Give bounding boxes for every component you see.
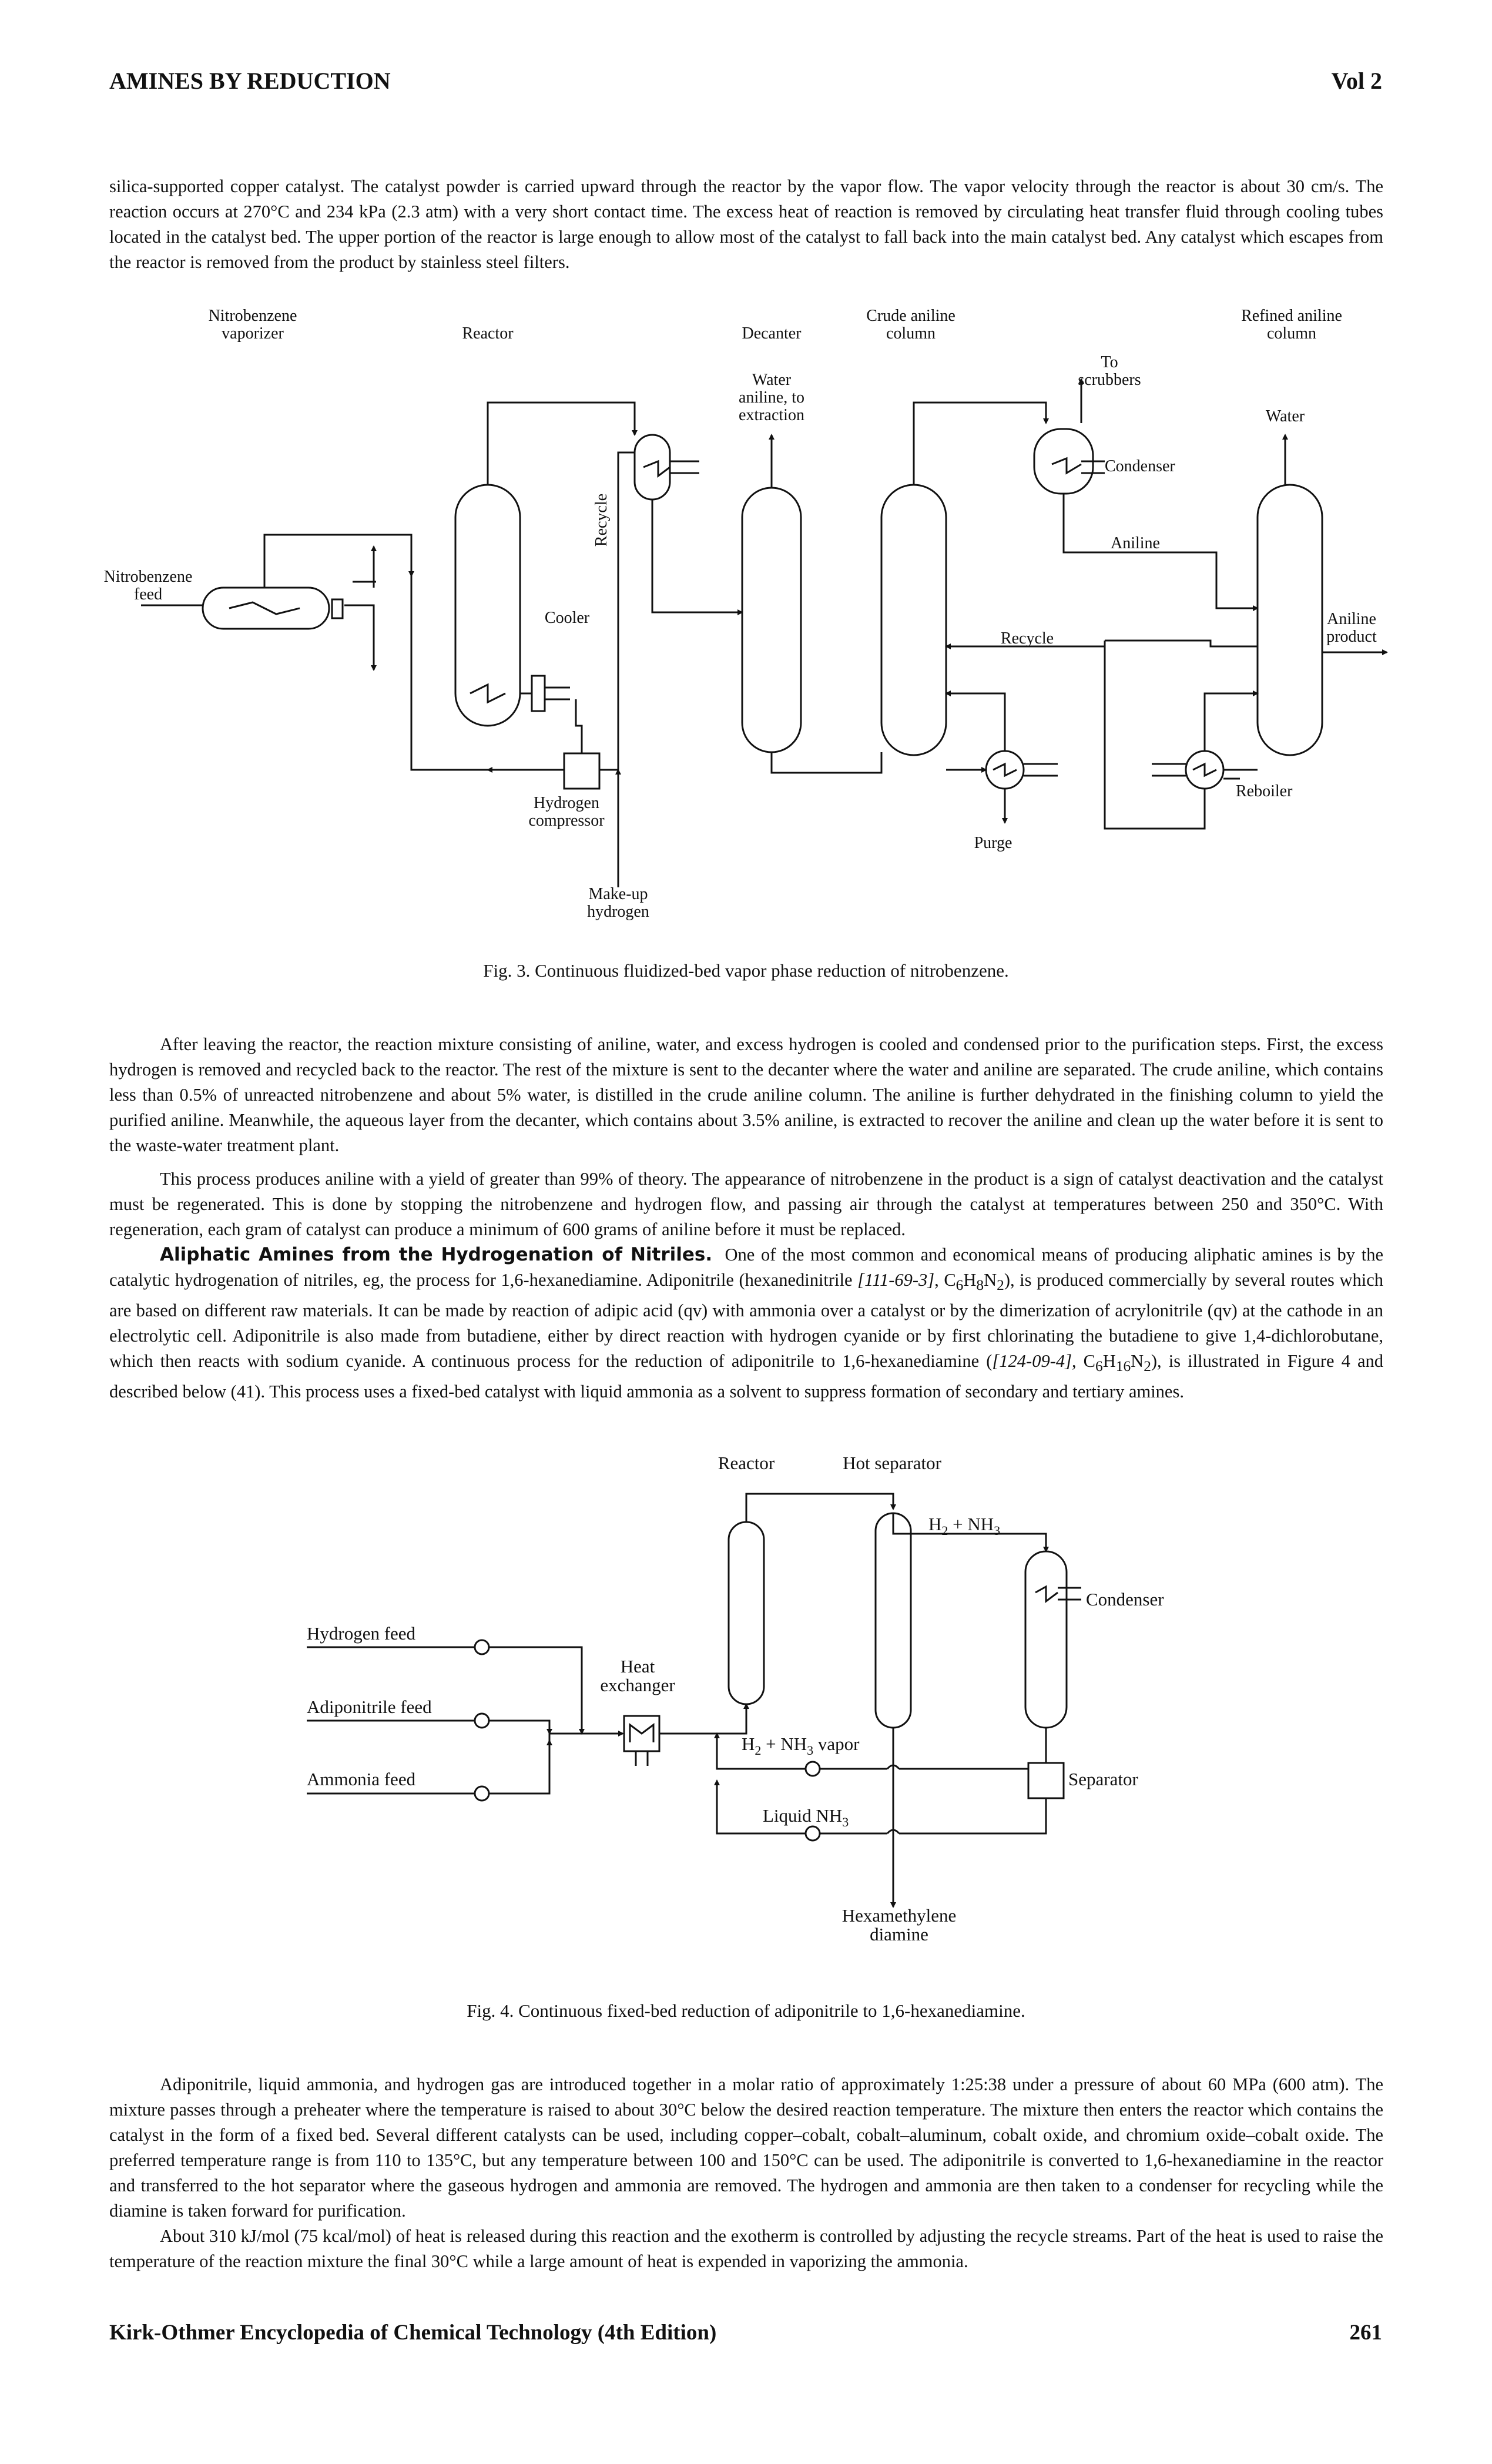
fig3-label-reactor: Reactor: [462, 324, 514, 343]
paragraph-4: Aliphatic Amines from the Hydrogenation …: [109, 1244, 1383, 1402]
fig4-label-vapor: H2 + NH3 vapor: [742, 1734, 860, 1758]
fig3-label-feed-2: feed: [134, 585, 162, 604]
fig3-label-h2-compressor-2: compressor: [528, 812, 605, 830]
fig3-label-h2-compressor: Hydrogen: [534, 794, 599, 812]
running-header-volume: Vol 2: [1331, 68, 1382, 94]
figure-3-flow-diagram: Nitrobenzene vaporizer Reactor Decanter …: [104, 307, 1388, 921]
running-footer-source: Kirk-Othmer Encyclopedia of Chemical Tec…: [109, 2321, 717, 2345]
fig3-label-cooler: Cooler: [545, 609, 590, 627]
fig3-label-aniline: Aniline: [1111, 534, 1160, 552]
fig4-label-hydrogen-feed: Hydrogen feed: [307, 1623, 416, 1644]
fig4-label-hexamethylene: Hexamethylene: [842, 1905, 957, 1926]
fig4-label-separator: Separator: [1068, 1769, 1138, 1789]
fig3-label-aniline-product-2: product: [1326, 628, 1377, 646]
fig4-hot-separator-vessel: [874, 1512, 912, 1729]
fig3-label-decanter: Decanter: [742, 324, 802, 343]
fig4-liquid-recycle-pump: [804, 1825, 821, 1842]
fig4-label-liquid-nh3: Liquid NH3: [763, 1805, 849, 1829]
running-header-title: AMINES BY REDUCTION: [109, 68, 391, 94]
fig3-label-water-aniline-2: aniline, to: [739, 388, 804, 407]
fig3-label-aniline-product: Aniline: [1327, 610, 1376, 628]
fig3-hot-separator-drum: [633, 434, 671, 501]
fig3-vaporizer-head: [331, 598, 344, 619]
fig3-label-crude-column: Crude aniline: [866, 307, 955, 325]
fig4-separator: [1027, 1762, 1065, 1799]
fig3-label-water: Water: [1266, 407, 1305, 425]
fig4-label-condenser: Condenser: [1086, 1589, 1164, 1610]
paragraph-2: After leaving the reactor, the reaction …: [109, 1034, 1383, 1155]
fig4-label-reactor: Reactor: [718, 1453, 775, 1473]
fig3-label-purge: Purge: [974, 834, 1012, 852]
fig3-vaporizer-coil: [229, 601, 300, 615]
fig3-label-reboiler: Reboiler: [1236, 782, 1293, 800]
paragraph-3: This process produces aniline with a yie…: [109, 1169, 1383, 1239]
fig3-label-to-scrubbers-2: scrubbers: [1078, 371, 1141, 389]
fig4-label-adiponitrile-feed: Adiponitrile feed: [307, 1697, 432, 1717]
fig3-label-to-scrubbers: To: [1101, 353, 1118, 371]
fig4-vapor-recycle-pump: [804, 1761, 821, 1777]
fig3-label-vaporizer: Nitrobenzene: [209, 307, 297, 325]
fig4-label-heat-exchanger: Heat: [621, 1656, 655, 1677]
fig3-label-feed: Nitrobenzene: [104, 568, 193, 586]
fig3-cooler-coil: [470, 683, 506, 704]
fig4-label-diamine: diamine: [870, 1924, 928, 1945]
paragraph-1: silica-supported copper catalyst. The ca…: [109, 176, 1383, 272]
fig4-adiponitrile-feed-pump: [474, 1712, 490, 1729]
paragraph-5: Adiponitrile, liquid ammonia, and hydrog…: [109, 2074, 1383, 2221]
fig3-label-water-aniline: Water: [752, 371, 792, 389]
figure-3-caption: Fig. 3. Continuous fluidized-bed vapor p…: [483, 960, 1009, 981]
fig3-label-refined-column: Refined aniline: [1241, 307, 1342, 325]
fig3-label-makeup-h2: Make-up: [588, 885, 648, 903]
fig3-crude-aniline-column: [880, 484, 947, 756]
fig4-label-hot-separator: Hot separator: [843, 1453, 942, 1473]
figure-4-caption: Fig. 4. Continuous fixed-bed reduction o…: [467, 2000, 1025, 2021]
page-number: 261: [1349, 2321, 1383, 2345]
fig4-reactor-vessel: [727, 1521, 765, 1705]
fig3-label-water-aniline-3: extraction: [739, 406, 804, 424]
fig4-ammonia-feed-pump: [474, 1785, 490, 1802]
fig3-refined-aniline-column: [1256, 484, 1323, 756]
fig4-label-ammonia-feed: Ammonia feed: [307, 1769, 416, 1789]
fig4-label-heat-exchanger-2: exchanger: [600, 1675, 675, 1695]
figure-4-flow-diagram: Reactor Hot separator H2 + NH3 Condenser…: [307, 1453, 1164, 1945]
fig3-label-makeup-h2-2: hydrogen: [587, 903, 649, 921]
paragraph-6: About 310 kJ/mol (75 kcal/mol) of heat i…: [109, 2226, 1383, 2271]
fig4-label-h2-nh3-top: H2 + NH3: [928, 1514, 1000, 1538]
fig3-label-recycle-vertical: Recycle: [592, 494, 611, 547]
fig3-label-refined-column-2: column: [1267, 324, 1316, 343]
fig3-cooler-head: [531, 675, 546, 712]
fig3-label-crude-column-2: column: [886, 324, 936, 343]
fig4-hydrogen-feed-pump: [474, 1639, 490, 1655]
fig3-decanter-vessel: [741, 487, 802, 753]
fig3-label-recycle: Recycle: [1001, 629, 1054, 648]
fig3-label-vaporizer-2: vaporizer: [222, 324, 284, 343]
fig4-condenser-vessel: [1024, 1550, 1068, 1729]
section-heading-aliphatic-amines: Aliphatic Amines from the Hydrogenation …: [160, 1244, 713, 1265]
fig3-label-condenser: Condenser: [1105, 457, 1175, 475]
fig3-hydrogen-compressor: [563, 752, 601, 790]
